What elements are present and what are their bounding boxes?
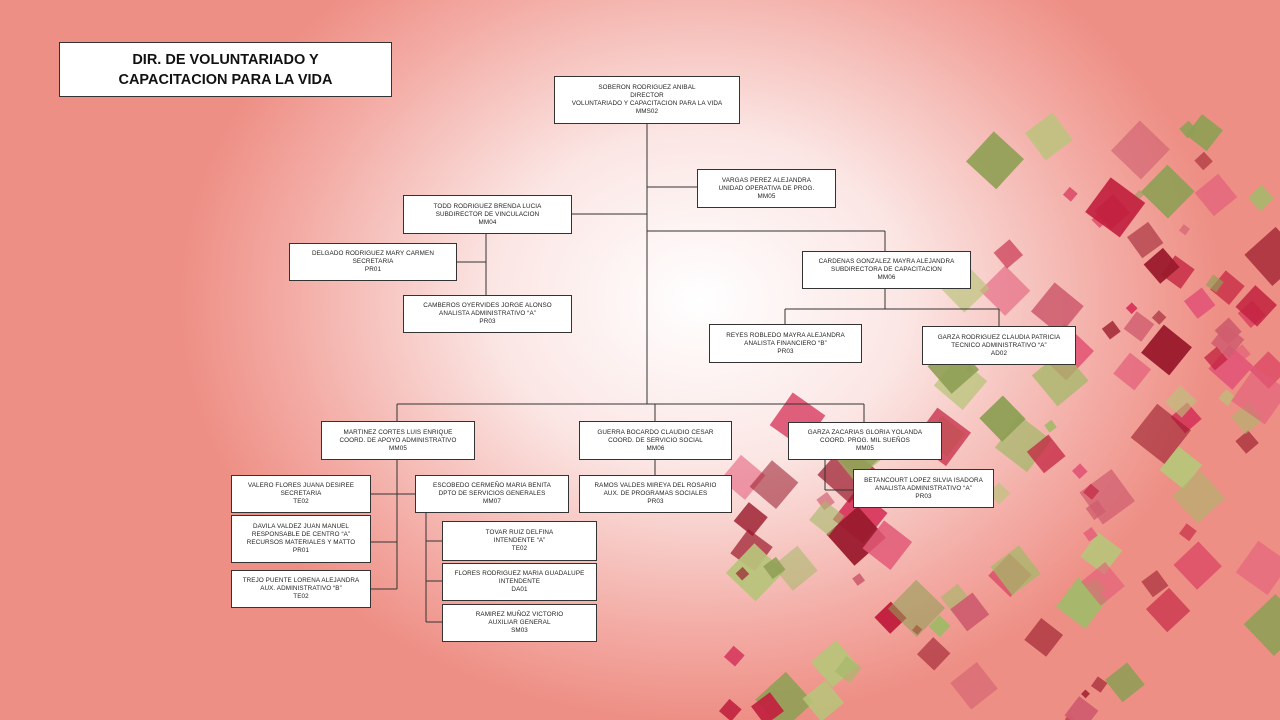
node-code: MMS02 [635, 108, 659, 115]
node-name: DAVILA VALDEZ JUAN MANUEL [252, 523, 350, 530]
node-code: PR03 [479, 318, 496, 325]
node-role: DIRECTOR [630, 92, 664, 99]
node-role: SUBDIRECTORA DE CAPACITACION [831, 266, 942, 273]
node-analista-financiero: REYES ROBLEDO MAYRA ALEJANDRA ANALISTA F… [709, 324, 862, 363]
node-code: MM07 [483, 498, 501, 505]
node-role: TECNICO ADMINISTRATIVO “A” [951, 341, 1047, 349]
node-code: TE02 [293, 498, 309, 505]
node-auxiliar-general: RAMIREZ MUÑOZ VICTORIO AUXILIAR GENERAL … [442, 604, 597, 642]
node-role: UNIDAD OPERATIVA DE PROG. [718, 184, 815, 192]
node-secretaria-apoyo: VALERO FLORES JUANA DESIREE SECRETARIA T… [231, 475, 371, 513]
node-secretaria-vinculacion: DELGADO RODRIGUEZ MARY CARMEN SECRETARIA… [289, 243, 457, 281]
node-code: SM03 [511, 627, 528, 634]
node-name: VARGAS PEREZ ALEJANDRA [721, 176, 812, 184]
node-code: MM06 [877, 274, 896, 281]
node-role: AUXILIAR GENERAL [488, 619, 551, 626]
node-director: SOBERON RODRIGUEZ ANIBAL DIRECTOR VOLUNT… [554, 76, 740, 124]
node-tecnico-administrativo: GARZA RODRIGUEZ CLAUDIA PATRICIA TECNICO… [922, 326, 1076, 365]
node-name: VALERO FLORES JUANA DESIREE [247, 482, 355, 489]
node-unit: VOLUNTARIADO Y CAPACITACION PARA LA VIDA [571, 100, 723, 107]
node-name: SOBERON RODRIGUEZ ANIBAL [598, 84, 696, 91]
node-aux-programas-sociales: RAMOS VALDES MIREYA DEL ROSARIO AUX. DE … [579, 475, 732, 513]
node-role: AUX. DE PROGRAMAS SOCIALES [603, 490, 708, 497]
node-code: MM06 [646, 444, 665, 452]
node-name: TREJO PUENTE LORENA ALEJANDRA [242, 577, 360, 584]
node-subdirectora-capacitacion: CARDENAS GONZALEZ MAYRA ALEJANDRA SUBDIR… [802, 251, 971, 289]
node-name: CAMBEROS OYERVIDES JORGE ALONSO [423, 302, 552, 309]
node-code: DA01 [511, 586, 528, 593]
node-coord-apoyo-administrativo: MARTINEZ CORTES LUIS ENRIQUE COORD. DE A… [321, 421, 475, 460]
node-code: MM05 [856, 445, 874, 452]
node-unidad-operativa: VARGAS PEREZ ALEJANDRA UNIDAD OPERATIVA … [697, 169, 836, 208]
node-role: INTENDENTE [498, 578, 541, 585]
node-code: MM05 [757, 192, 776, 200]
node-role: AUX. ADMINISTRATIVO “B” [260, 585, 342, 592]
node-dpto-servicios-generales: ESCOBEDO CERMEÑO MARIA BENITA DPTO DE SE… [415, 475, 569, 513]
node-responsable-centro: DAVILA VALDEZ JUAN MANUEL RESPONSABLE DE… [231, 515, 371, 563]
node-role: COORD. PROG. MIL SUEÑOS [820, 437, 910, 444]
node-intendente-a: TOVAR RUIZ DELFINA INTENDENTE “A” TE02 [442, 521, 597, 561]
node-name: REYES ROBLEDO MAYRA ALEJANDRA [726, 331, 845, 339]
node-role: ANALISTA ADMINISTRATIVO “A” [875, 484, 972, 492]
node-code: PR01 [364, 266, 382, 273]
node-name: DELGADO RODRIGUEZ MARY CARMEN [312, 250, 434, 257]
node-name: BETANCOURT LOPEZ SILVIA ISADORA [864, 476, 983, 484]
node-role: INTENDENTE “A” [493, 537, 546, 544]
node-name: FLORES RODRIGUEZ MARIA GUADALUPE [454, 570, 585, 577]
node-code: MM04 [478, 218, 497, 226]
node-role: COORD. DE APOYO ADMINISTRATIVO [339, 436, 457, 444]
node-role: RESPONSABLE DE CENTRO “A” [251, 531, 351, 538]
node-code: PR01 [292, 547, 310, 554]
node-role: SECRETARIA [352, 258, 394, 265]
node-analista-vinculacion: CAMBEROS OYERVIDES JORGE ALONSO ANALISTA… [403, 295, 572, 333]
node-analista-mil-suenos: BETANCOURT LOPEZ SILVIA ISADORA ANALISTA… [853, 469, 994, 508]
node-role: ANALISTA FINANCIERO “B” [744, 339, 827, 347]
node-name: TODD RODRIGUEZ BRENDA LUCIA [433, 202, 542, 210]
node-name: MARTINEZ CORTES LUIS ENRIQUE [343, 428, 453, 436]
node-coord-mil-suenos: GARZA ZACARIAS GLORIA YOLANDA COORD. PRO… [788, 422, 942, 460]
title-line-1: DIR. DE VOLUNTARIADO Y [132, 51, 319, 68]
node-coord-servicio-social: GUERRA BOCARDO CLAUDIO CESAR COORD. DE S… [579, 421, 732, 460]
node-role: SECRETARIA [280, 490, 322, 497]
node-code: AD02 [990, 349, 1008, 357]
node-name: GUERRA BOCARDO CLAUDIO CESAR [597, 428, 714, 436]
node-aux-administrativo: TREJO PUENTE LORENA ALEJANDRA AUX. ADMIN… [231, 570, 371, 608]
node-role: COORD. DE SERVICIO SOCIAL [608, 436, 703, 444]
node-code: PR03 [777, 347, 794, 355]
node-code: PR03 [647, 498, 664, 505]
node-name: CARDENAS GONZALEZ MAYRA ALEJANDRA [818, 258, 955, 265]
node-intendente: FLORES RODRIGUEZ MARIA GUADALUPE INTENDE… [442, 563, 597, 601]
page-title: DIR. DE VOLUNTARIADO Y CAPACITACION PARA… [59, 42, 392, 97]
node-role: ANALISTA ADMINISTRATIVO “A” [439, 310, 536, 317]
node-code: TE02 [293, 593, 309, 600]
node-unit: RECURSOS MATERIALES Y MATTO [246, 539, 356, 546]
node-name: GARZA RODRIGUEZ CLAUDIA PATRICIA [937, 333, 1061, 341]
title-line-2: CAPACITACION PARA LA VIDA [118, 71, 333, 88]
node-code: PR03 [915, 492, 932, 500]
node-name: RAMIREZ MUÑOZ VICTORIO [475, 611, 564, 618]
node-name: TOVAR RUIZ DELFINA [485, 529, 554, 536]
node-name: GARZA ZACARIAS GLORIA YOLANDA [807, 429, 923, 436]
node-name: RAMOS VALDES MIREYA DEL ROSARIO [594, 482, 717, 489]
node-code: MM05 [389, 444, 407, 452]
node-role: SUBDIRECTOR DE VINCULACION [435, 210, 540, 218]
node-subdirector-vinculacion: TODD RODRIGUEZ BRENDA LUCIA SUBDIRECTOR … [403, 195, 572, 234]
node-role: DPTO DE SERVICIOS GENERALES [438, 490, 546, 497]
node-code: TE02 [511, 545, 528, 552]
node-name: ESCOBEDO CERMEÑO MARIA BENITA [433, 482, 551, 489]
